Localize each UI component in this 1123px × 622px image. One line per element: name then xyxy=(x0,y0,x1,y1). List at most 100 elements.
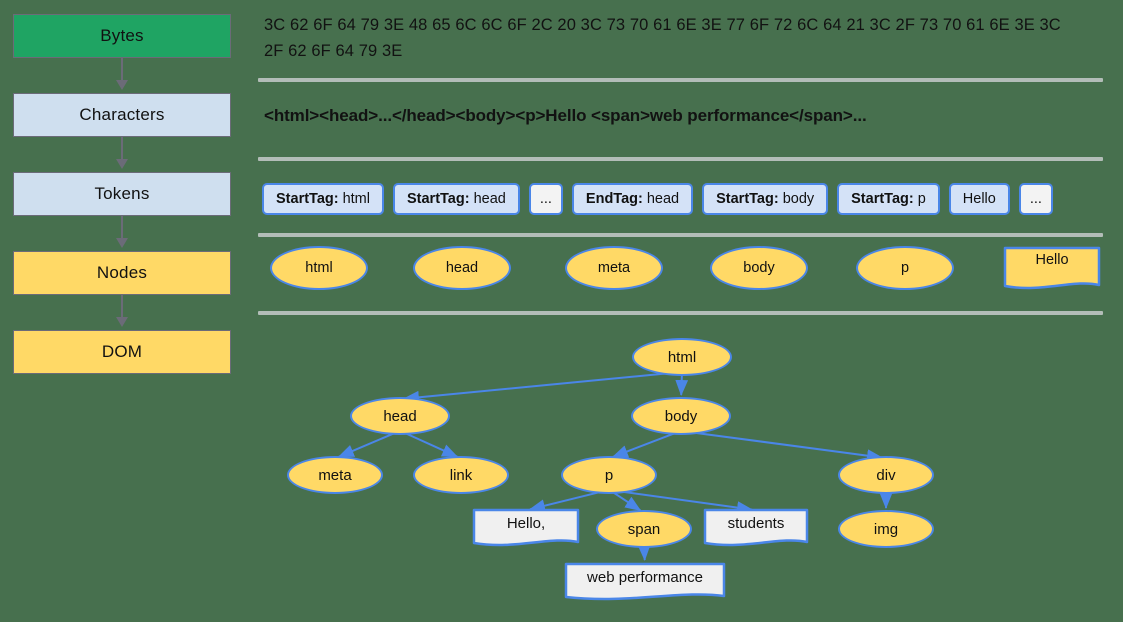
tree-node-div[interactable]: div xyxy=(838,456,934,494)
tree-edge-html-to-body xyxy=(675,373,689,397)
node-p[interactable]: p xyxy=(856,246,954,290)
stage-arrow-3 xyxy=(13,295,231,330)
arrow-shaft-icon xyxy=(121,137,123,161)
token-value: body xyxy=(782,191,815,207)
tree-node-img[interactable]: img xyxy=(838,510,934,548)
node-hello[interactable]: Hello xyxy=(1003,246,1101,293)
stage-arrow-2 xyxy=(13,216,231,251)
token-pill-6[interactable]: Hello xyxy=(948,183,1010,215)
token-pill-3[interactable]: EndTag:head xyxy=(571,183,694,215)
token-value: ... xyxy=(539,191,552,207)
token-value: Hello xyxy=(962,191,996,207)
bytes-hex-text: 3C 62 6F 64 79 3E 48 65 6C 6C 6F 2C 20 3… xyxy=(264,16,1061,60)
tree-node-label: div xyxy=(876,466,896,484)
tree-node-label: head xyxy=(383,407,417,425)
stage-label: Bytes xyxy=(100,26,144,45)
tree-edge-body-to-p xyxy=(611,430,680,458)
token-value: html xyxy=(342,191,370,207)
tree-node-label: img xyxy=(873,520,899,538)
section-divider-0 xyxy=(258,78,1103,82)
tree-node-p[interactable]: p xyxy=(561,456,657,494)
tree-node-head[interactable]: head xyxy=(350,397,450,435)
token-kind: EndTag: xyxy=(585,191,643,207)
node-label: html xyxy=(305,260,333,276)
tree-node-body[interactable]: body xyxy=(631,397,731,435)
arrow-head-icon xyxy=(116,159,128,169)
arrow-head-icon xyxy=(116,238,128,248)
token-kind: StartTag: xyxy=(851,191,914,207)
tree-node-webperf[interactable]: web performance xyxy=(564,562,726,604)
stage-arrow-1 xyxy=(13,137,231,172)
token-pill-0[interactable]: StartTag:html xyxy=(262,183,384,215)
section-divider-3 xyxy=(258,311,1103,315)
stage-arrow-0 xyxy=(13,58,231,93)
document-shape-icon xyxy=(1003,246,1101,290)
tree-edge-head-to-link xyxy=(401,430,459,458)
arrow-shaft-icon xyxy=(121,58,123,82)
token-value: ... xyxy=(1029,191,1042,207)
document-shape-icon xyxy=(564,562,726,601)
arrow-head-icon xyxy=(116,80,128,90)
stage-label: DOM xyxy=(101,342,143,361)
node-label: body xyxy=(743,260,775,276)
tree-node-students[interactable]: students xyxy=(703,508,809,550)
token-pill-4[interactable]: StartTag:body xyxy=(702,183,829,215)
document-shape-icon xyxy=(472,508,580,547)
stage-box-dom: DOM xyxy=(13,330,231,374)
tree-node-label: body xyxy=(664,407,698,425)
token-kind: StartTag: xyxy=(716,191,779,207)
token-value: p xyxy=(917,191,926,207)
tree-node-label: html xyxy=(667,348,697,366)
document-shape-icon xyxy=(703,508,809,547)
tree-node-label: span xyxy=(627,520,661,538)
token-value: head xyxy=(646,191,680,207)
tree-edge-p-to-span xyxy=(610,489,642,512)
node-label: Hello xyxy=(1035,252,1069,268)
tree-node-hello[interactable]: Hello, xyxy=(472,508,580,550)
nodes-row: html head meta body p Hello xyxy=(270,246,1110,298)
token-pill-1[interactable]: StartTag:head xyxy=(392,183,520,215)
tree-node-meta[interactable]: meta xyxy=(287,456,383,494)
stage-label: Characters xyxy=(79,105,165,124)
node-head[interactable]: head xyxy=(413,246,511,290)
tree-node-label: Hello, xyxy=(506,515,546,532)
section-divider-1 xyxy=(258,157,1103,161)
characters-markup-text: <html><head>...</head><body><p>Hello <sp… xyxy=(264,106,867,125)
token-kind: StartTag: xyxy=(406,191,470,207)
arrow-head-icon xyxy=(116,317,128,327)
tree-node-html[interactable]: html xyxy=(632,338,732,376)
stage-label: Nodes xyxy=(96,263,148,282)
tree-edge-span-to-webperf xyxy=(637,544,651,562)
stage-box-characters: Characters xyxy=(13,93,231,137)
stage-label: Tokens xyxy=(94,184,150,203)
node-label: p xyxy=(900,260,910,276)
dom-tree-edges xyxy=(337,371,893,562)
tree-node-span[interactable]: span xyxy=(596,510,692,548)
tree-node-link[interactable]: link xyxy=(413,456,509,494)
token-pill-7[interactable]: ... xyxy=(1018,183,1053,215)
tree-edge-html-to-head xyxy=(402,371,681,404)
node-body[interactable]: body xyxy=(710,246,808,290)
arrow-shaft-icon xyxy=(121,295,123,319)
node-html[interactable]: html xyxy=(270,246,368,290)
tree-node-label: meta xyxy=(318,466,352,484)
section-divider-2 xyxy=(258,233,1103,237)
node-label: meta xyxy=(597,260,631,276)
token-pill-5[interactable]: StartTag:p xyxy=(837,183,940,215)
tree-edge-head-to-meta xyxy=(337,430,399,458)
tree-node-label: p xyxy=(604,466,614,484)
token-pill-2[interactable]: ... xyxy=(528,183,563,215)
tree-node-label: students xyxy=(727,515,785,532)
tree-node-label: web performance xyxy=(587,569,703,586)
tree-edge-p-to-students xyxy=(610,489,754,514)
tree-node-label: link xyxy=(449,466,473,484)
pipeline-detail-panel: 3C 62 6F 64 79 3E 48 65 6C 6C 6F 2C 20 3… xyxy=(256,0,1116,622)
stage-box-tokens: Tokens xyxy=(13,172,231,216)
node-meta[interactable]: meta xyxy=(565,246,663,290)
arrow-shaft-icon xyxy=(121,216,123,240)
tree-edge-p-to-hello xyxy=(528,489,608,512)
token-value: head xyxy=(473,191,506,207)
